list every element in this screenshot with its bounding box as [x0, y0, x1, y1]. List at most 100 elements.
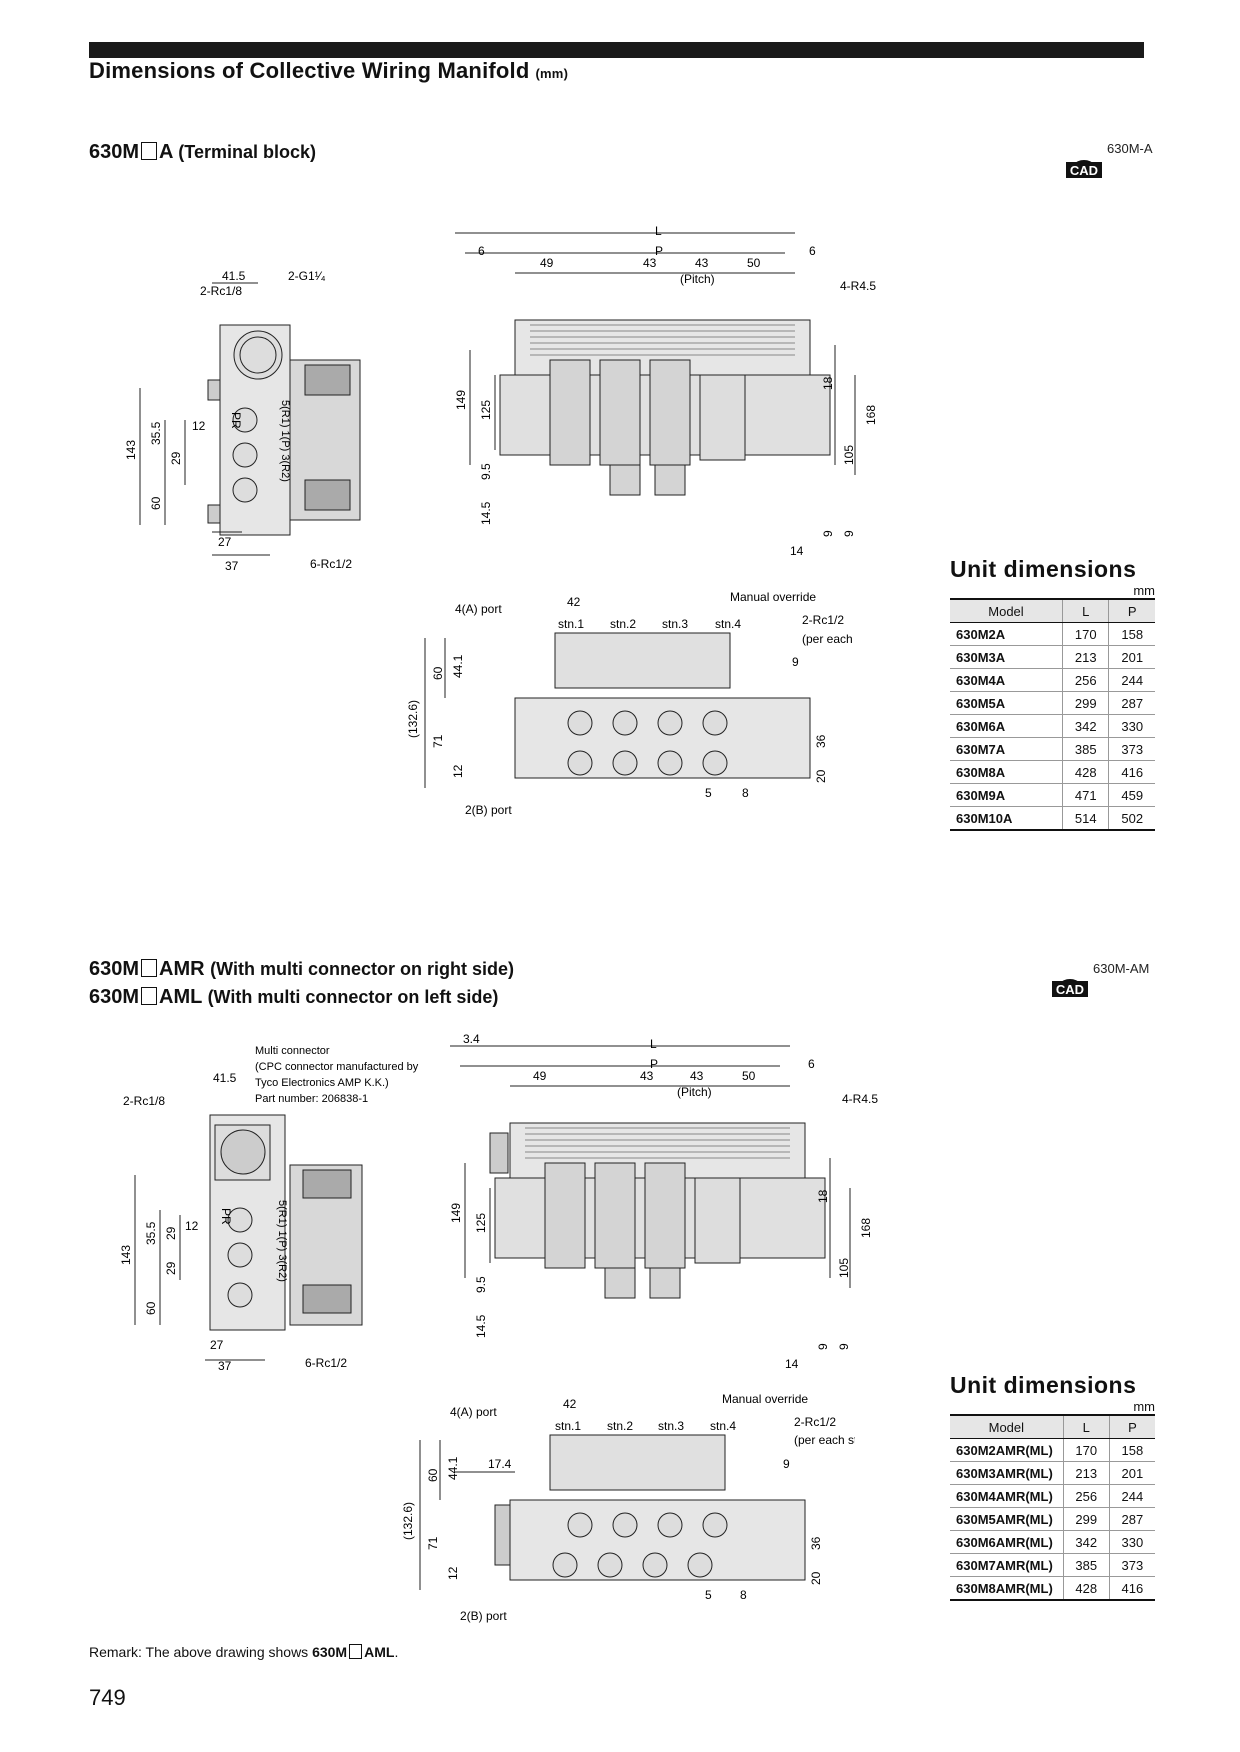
label2-49: 49: [533, 1069, 547, 1083]
cell-P: 244: [1108, 1484, 1155, 1508]
label-36: 36: [814, 734, 828, 748]
label2-9: 9: [783, 1457, 790, 1471]
remark-suffix: .: [394, 1644, 399, 1660]
label-portB: 2(B) port: [465, 803, 512, 817]
cell-P: 373: [1108, 1553, 1155, 1577]
cell-model: 630M8AMR(ML): [950, 1576, 1064, 1601]
label-95: 9.5: [479, 463, 493, 480]
label2-portA: 4(A) port: [450, 1405, 497, 1419]
multi-connector-icon: [220, 1129, 266, 1175]
section1-bottom-view: 4(A) port 42 stn.1 stn.2 stn.3 stn.4 Man…: [406, 590, 855, 817]
label-50: 50: [747, 256, 761, 270]
cell-L: 385: [1061, 737, 1109, 761]
cell-L: 428: [1061, 760, 1109, 784]
cell-L: 342: [1062, 1530, 1110, 1554]
label-355: 35.5: [149, 421, 163, 445]
label-143: 143: [124, 440, 138, 460]
col-model: Model: [950, 1414, 1064, 1439]
section2-line1-subtitle: (With multi connector on right side): [210, 959, 514, 979]
label2-125: 125: [474, 1213, 488, 1233]
label2-37: 37: [218, 1359, 232, 1373]
label2-50: 50: [742, 1069, 756, 1083]
label-pitch: (Pitch): [680, 272, 715, 286]
unit-dimensions-unit: mm: [1133, 583, 1155, 598]
label-stn1: stn.1: [558, 617, 584, 631]
cad-badge[interactable]: CAD ◠: [1066, 142, 1102, 183]
cell-P: 158: [1108, 622, 1155, 646]
cell-L: 256: [1061, 668, 1109, 692]
label2-60: 60: [144, 1301, 158, 1315]
page-number: 749: [89, 1685, 126, 1710]
label2-stn2: stn.2: [607, 1419, 633, 1433]
label-stn4: stn.4: [715, 617, 741, 631]
label2-34: 3.4: [463, 1032, 480, 1046]
cell-P: 416: [1108, 1576, 1155, 1601]
label2-20: 20: [809, 1571, 823, 1585]
label2-12: 12: [185, 1219, 199, 1233]
label-6a: 6: [478, 244, 485, 258]
cell-P: 373: [1108, 737, 1155, 761]
cell-L: 342: [1061, 714, 1109, 738]
label-29: 29: [169, 451, 183, 465]
label2-9a: 9: [816, 1343, 830, 1350]
label2-95: 9.5: [474, 1276, 488, 1293]
connector-note-4: Part number: 206838-1: [255, 1093, 368, 1105]
cell-P: 502: [1108, 806, 1155, 831]
label-9b: 9: [842, 530, 856, 537]
label2-manual: Manual override: [722, 1392, 808, 1406]
g-port-circle: [233, 330, 283, 380]
section2-line2-subtitle: (With multi connector on left side): [207, 987, 499, 1007]
label-portA: 4(A) port: [455, 602, 502, 616]
cad-icon: CAD: [1052, 961, 1088, 997]
col-L: L: [1062, 1414, 1110, 1439]
remark-model-suffix: AML: [364, 1644, 395, 1660]
cell-model: 630M7AMR(ML): [950, 1553, 1064, 1577]
label2-pr: PR: [219, 1208, 233, 1225]
page-title-unit: (mm): [535, 66, 569, 81]
page-title-text: Dimensions of Collective Wiring Manifold: [89, 58, 530, 83]
section2-bottom-view: 4(A) port 42 stn.1 stn.2 stn.3 stn.4 Man…: [401, 1392, 855, 1623]
unit-dimensions-2: Unit dimensions mm Model L P 630M2AMR(ML…: [950, 1372, 1155, 1601]
label-P: P: [655, 244, 663, 258]
label2-145: 14.5: [474, 1314, 488, 1338]
cell-P: 330: [1108, 714, 1155, 738]
label2-355: 35.5: [144, 1221, 158, 1245]
label2-42: 42: [563, 1397, 577, 1411]
label2-rc18: 2-Rc1/8: [123, 1094, 165, 1108]
cell-model: 630M4AMR(ML): [950, 1484, 1064, 1508]
label-rc18: 2-Rc1/8: [200, 284, 242, 298]
connector-note-3: Tyco Electronics AMP K.K.): [255, 1077, 389, 1089]
label2-14: 14: [785, 1357, 799, 1371]
cad-badge-2[interactable]: CAD: [1052, 961, 1088, 1002]
cell-L: 385: [1062, 1553, 1110, 1577]
cell-L: 213: [1062, 1461, 1110, 1485]
unit-dimensions-title-2: Unit dimensions: [950, 1372, 1137, 1398]
label-L: L: [655, 225, 662, 238]
label-stn3: stn.3: [662, 617, 688, 631]
connector-note-2: (CPC connector manufactured by: [255, 1061, 419, 1073]
cell-model: 630M4A: [950, 668, 1063, 692]
label-37: 37: [225, 559, 239, 573]
cell-L: 428: [1062, 1576, 1110, 1601]
label-9a: 9: [821, 530, 835, 537]
label-8: 8: [742, 786, 749, 800]
cad-icon: CAD ◠: [1066, 142, 1102, 178]
cad-label: 630M-A: [1107, 141, 1153, 156]
section2-side-view: Multi connector (CPC connector manufactu…: [119, 1045, 419, 1373]
header-bar: [89, 42, 1144, 58]
label-43a: 43: [643, 256, 657, 270]
cell-P: 201: [1108, 1461, 1155, 1485]
model-box-icon: [349, 1644, 363, 1659]
section2-front-view: 3.4 L P 6 49 43 43 50 (Pitch) 4-R4.5 149…: [449, 1032, 878, 1371]
label-71: 71: [431, 734, 445, 748]
label2-43b: 43: [690, 1069, 704, 1083]
